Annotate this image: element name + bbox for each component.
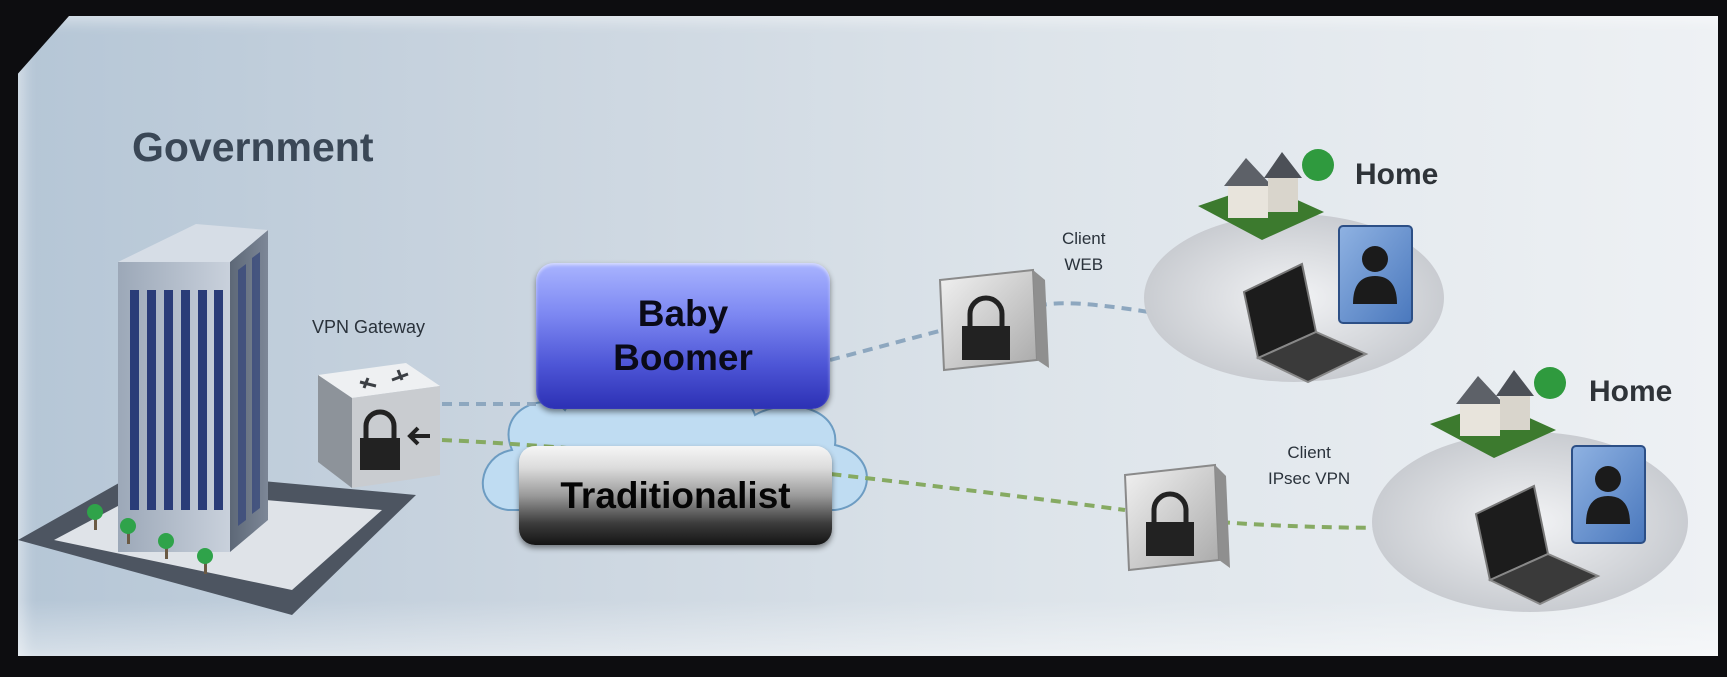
laptop-icon [1242, 262, 1369, 384]
house-icon [1198, 149, 1334, 240]
government-label: Government [132, 124, 374, 170]
traditionalist-box: Traditionalist [519, 446, 832, 545]
client-ipsec-label: Client IPsec VPN [1268, 443, 1351, 488]
client-web-label: Client WEB [1062, 229, 1106, 274]
home-1-label: Home [1355, 158, 1439, 191]
vpn-gateway-label: VPN Gateway [312, 317, 426, 337]
lock-icon [360, 409, 400, 470]
ipsec-client-lock-icon [1123, 463, 1230, 572]
home-1-group [1144, 149, 1444, 384]
background-glow [18, 600, 1718, 656]
laptop-icon [1474, 484, 1601, 606]
tree-icon [87, 504, 213, 574]
traditionalist-label: Traditionalist [560, 474, 791, 516]
user-card-icon [1571, 445, 1646, 544]
baby-boomer-box: Baby Boomer [536, 263, 830, 409]
web-client-lock-icon [938, 268, 1049, 372]
baby-boomer-label: Baby Boomer [613, 293, 753, 378]
home-2-label: Home [1589, 375, 1673, 408]
house-icon [1430, 367, 1566, 458]
user-card-icon [1338, 225, 1413, 324]
government-building-icon [18, 224, 416, 615]
vpn-gateway-icon [318, 363, 440, 488]
home-2-group [1372, 367, 1688, 612]
